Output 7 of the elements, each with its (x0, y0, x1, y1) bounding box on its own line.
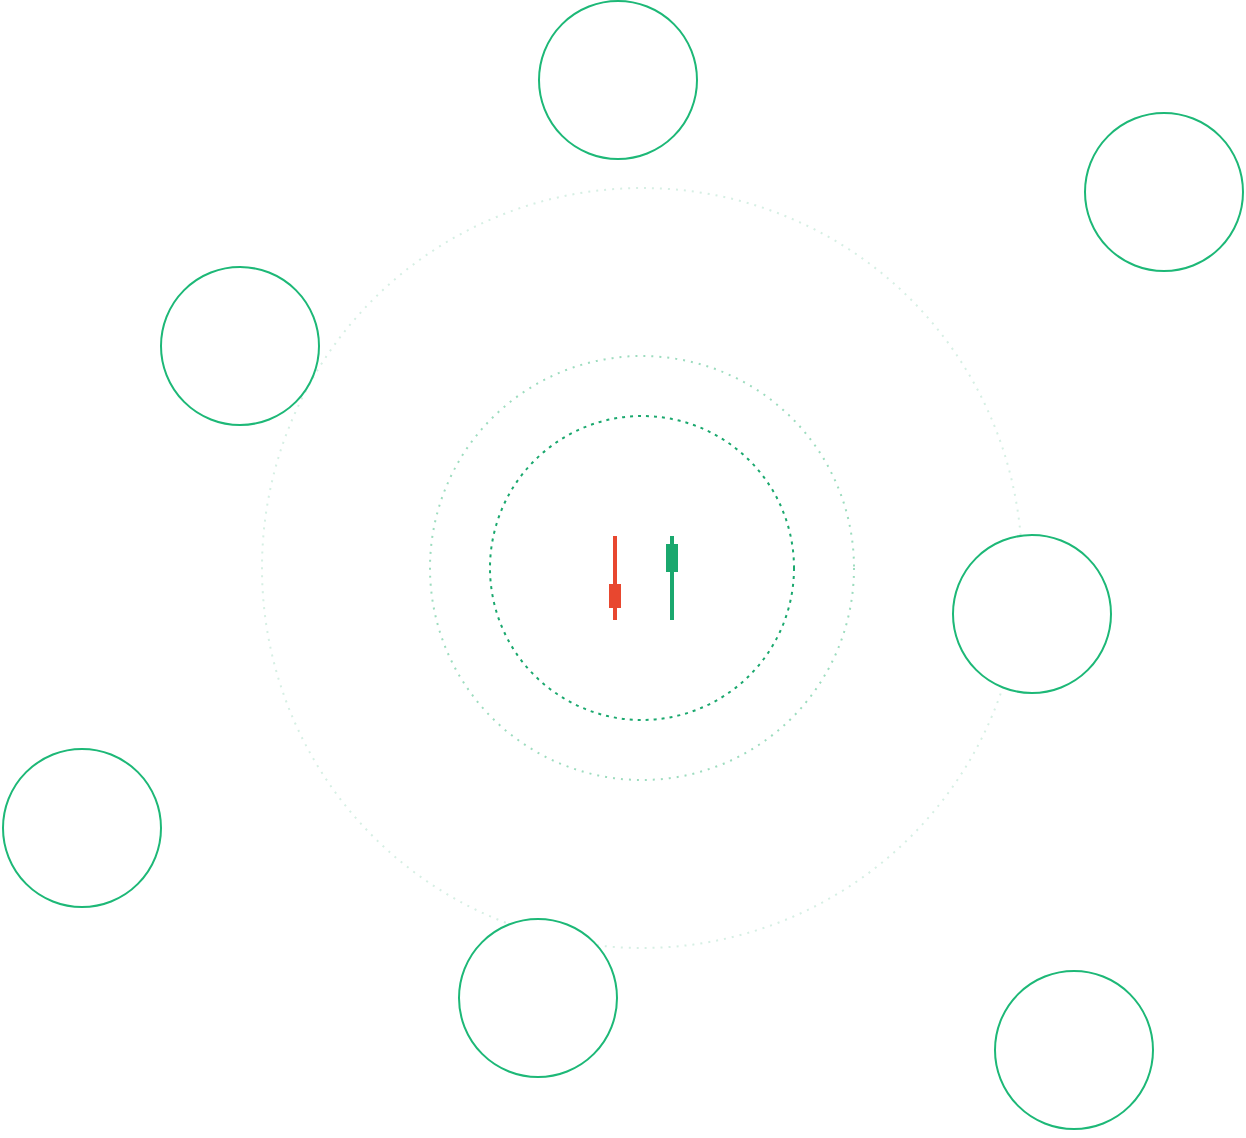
empty-circle (994, 970, 1154, 1130)
empty-circle (458, 918, 618, 1078)
empty-circle (1084, 112, 1244, 272)
empty-circle (160, 266, 320, 426)
empty-circle (538, 0, 698, 160)
empty-circle (2, 748, 162, 908)
empty-circle (952, 534, 1112, 694)
